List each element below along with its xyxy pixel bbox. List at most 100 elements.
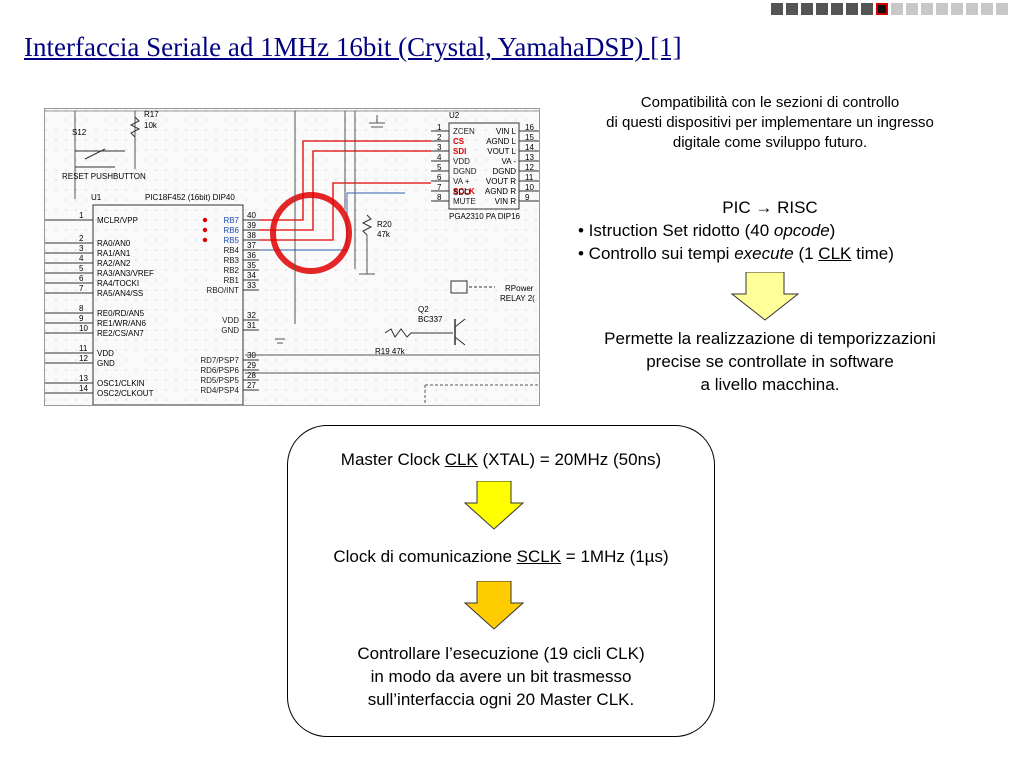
u1-pin-label: RD7/PSP7 [200, 356, 239, 365]
nav-square[interactable] [861, 3, 873, 15]
u1-pin-label: RE1/WR/AN6 [97, 319, 146, 328]
u2-pin-label: SDI [453, 147, 466, 156]
u2-pin-number: 16 [525, 123, 534, 132]
u1-pin-label: OSC2/CLKOUT [97, 389, 154, 398]
nav-square[interactable] [831, 3, 843, 15]
u2-pin-number: 6 [437, 173, 442, 182]
u2-pin-label: VA - [501, 157, 516, 166]
nav-square[interactable] [951, 3, 963, 15]
u1-pin-label: RA5/AN4/SS [97, 289, 143, 298]
u2-pin-label: VA + [453, 177, 470, 186]
pic-risc-section: PIC → RISC • Istruction Set ridotto (40 … [570, 196, 970, 265]
r19-label: R19 47k [375, 347, 406, 356]
u1-pin-number: 1 [79, 211, 84, 220]
u1-pin-label: RA4/TOCKI [97, 279, 139, 288]
u2-pin-label: DGND [492, 167, 516, 176]
schematic-diagram: R17 10k S12 RESET PUSHBUTTON U1 PIC18F45… [44, 108, 540, 406]
u2-pin-label: VDD [453, 157, 470, 166]
u1-pin-number: 28 [247, 371, 256, 380]
note-line: digitale come sviluppo futuro. [672, 134, 868, 151]
q2-part: BC337 [418, 315, 443, 324]
sdo-label: SDO [453, 188, 470, 197]
u1-pin-label: OSC1/CLKIN [97, 379, 145, 388]
permette-text: Permette la realizzazione di temporizzaz… [604, 329, 936, 394]
u2-pin-number: 8 [437, 193, 442, 202]
r20-label: R20 [377, 220, 392, 229]
bullet-instruction-set: • Istruction Set ridotto (40 opcode) [578, 221, 836, 240]
u1-pin-number: 7 [79, 284, 84, 293]
u1-pin-number: 5 [79, 264, 84, 273]
u2-pin-number: 4 [437, 153, 442, 162]
master-clock-line: Master Clock CLK (XTAL) = 20MHz (50ns) [340, 450, 662, 469]
nav-square[interactable] [966, 3, 978, 15]
slide-title: Interfaccia Seriale ad 1MHz 16bit (Cryst… [24, 32, 682, 62]
u1-pin-label: RB3 [223, 256, 239, 265]
nav-square[interactable] [786, 3, 798, 15]
u1-pin-number: 13 [79, 374, 88, 383]
u1-part: PIC18F452 (16bit) DIP40 [145, 193, 235, 202]
relay-label: RELAY 2( [500, 294, 535, 303]
u1-pin-label: VDD [222, 316, 239, 325]
u1-pin-label: RB4 [223, 246, 239, 255]
u1-pin-number: 3 [79, 244, 84, 253]
nav-square[interactable] [921, 3, 933, 15]
nav-square[interactable] [771, 3, 783, 15]
down-arrow-icon [463, 581, 525, 630]
u2-pin-number: 9 [525, 193, 530, 202]
u2-pin-number: 2 [437, 133, 442, 142]
u1-pin-number: 32 [247, 311, 256, 320]
u1-pin-label: RBO/INT [207, 286, 240, 295]
slide-nav[interactable] [771, 3, 1008, 15]
u2-pin-label: CS [453, 137, 465, 146]
down-arrow-icon [463, 481, 525, 530]
nav-square[interactable] [996, 3, 1008, 15]
u2-part: PGA2310 PA DIP16 [449, 212, 521, 221]
u1-pin-number: 39 [247, 221, 256, 230]
u1-pin-number: 40 [247, 211, 256, 220]
u1-pin-number: 33 [247, 281, 256, 290]
u2-pin-number: 1 [437, 123, 442, 132]
pic-risc-heading: PIC → RISC [722, 198, 818, 217]
u1-pin-number: 38 [247, 231, 256, 240]
nav-square-current[interactable] [876, 3, 888, 15]
u1-pin-number: 11 [79, 344, 88, 353]
u1-pin-label: RB2 [223, 266, 239, 275]
u2-pin-number: 15 [525, 133, 534, 142]
nav-square[interactable] [801, 3, 813, 15]
u1-pin-label: RA2/AN2 [97, 259, 131, 268]
u1-pin-number: 34 [247, 271, 256, 280]
u1-pin-label: VDD [97, 349, 114, 358]
bullet-timing-control: • Controllo sui tempi execute (1 CLK tim… [578, 244, 894, 263]
u1-pin-number: 27 [247, 381, 256, 390]
u1-pin-label: GND [221, 326, 239, 335]
nav-square[interactable] [816, 3, 828, 15]
nav-square[interactable] [846, 3, 858, 15]
nav-square[interactable] [906, 3, 918, 15]
nav-square[interactable] [936, 3, 948, 15]
compatibility-note: Compatibilità con le sezioni di controll… [570, 93, 970, 153]
right-arrow-icon: → [755, 198, 773, 217]
u1-pin-number: 9 [79, 314, 84, 323]
u2-pin-label: SCLK [453, 187, 475, 196]
s12-label: S12 [72, 128, 87, 137]
u1-pin-number: 37 [247, 241, 256, 250]
note-line: Compatibilità con le sezioni di controll… [640, 94, 900, 111]
nav-square[interactable] [891, 3, 903, 15]
u2-pin-number: 12 [525, 163, 534, 172]
u2-pin-label: ZCEN [453, 127, 475, 136]
nav-square[interactable] [981, 3, 993, 15]
execution-text: Controllare l’esecuzione (19 cicli CLK) … [357, 644, 645, 709]
u1-pin-number: 36 [247, 251, 256, 260]
reset-label: RESET PUSHBUTTON [62, 172, 146, 181]
u1-pin-label: RA3/AN3/VREF [97, 269, 154, 278]
r20-value: 47k [377, 230, 391, 239]
u2-pin-number: 7 [437, 183, 442, 192]
u1-pin-number: 12 [79, 354, 88, 363]
u2-pin-label: DGND [453, 167, 477, 176]
sclk-line: Clock di comunicazione SCLK = 1MHz (1µs) [333, 547, 669, 566]
u1-pin-number: 29 [247, 361, 256, 370]
u2-pin-label: VOUT L [487, 147, 516, 156]
u1-pin-label: RB5 [223, 236, 239, 245]
q2-label: Q2 [418, 305, 429, 314]
u1-pin-label: RD4/PSP4 [200, 386, 239, 395]
